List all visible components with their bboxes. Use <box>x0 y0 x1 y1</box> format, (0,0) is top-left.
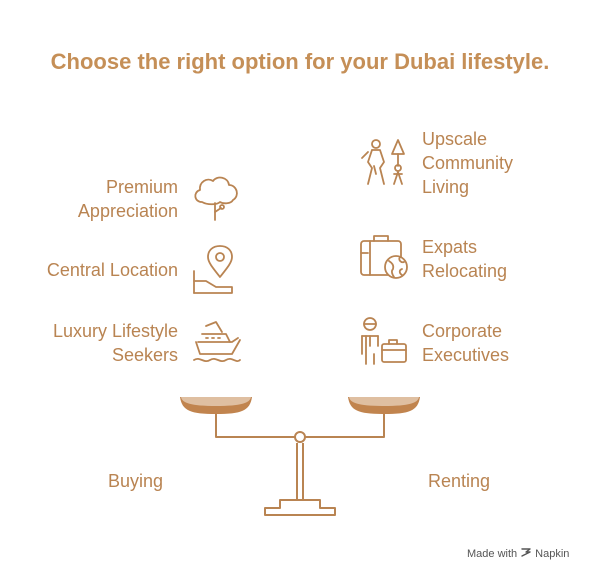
footer-brand: Napkin <box>535 547 570 560</box>
left-pan-light <box>181 397 251 406</box>
footer-made-with: Made with <box>467 547 518 560</box>
businessperson-briefcase-icon <box>356 316 412 368</box>
tree-icon <box>190 172 242 224</box>
label-expats-relocating: Expats Relocating <box>422 237 508 281</box>
label-luxury-lifestyle-seekers: Luxury Lifestyle Seekers <box>52 321 178 365</box>
pivot <box>294 431 306 443</box>
label-central-location: Central Location <box>46 260 178 280</box>
label-buying: Buying <box>108 471 164 491</box>
footer-credit[interactable]: Made with Napkin <box>467 546 569 561</box>
right-pan-light <box>349 397 419 406</box>
yacht-icon <box>192 318 242 364</box>
label-corporate-executives: Corporate Executives <box>422 321 510 365</box>
post <box>296 443 304 500</box>
suitcase-globe-icon <box>358 233 410 281</box>
label-premium-appreciation: Premium Appreciation <box>77 177 178 221</box>
label-upscale-community-living: Upscale Community Living <box>422 129 514 197</box>
page-title: Choose the right option for your Dubai l… <box>50 49 550 74</box>
base <box>264 499 336 516</box>
family-hiking-icon <box>358 136 410 188</box>
location-pin-icon <box>192 245 236 297</box>
napkin-logo-icon <box>520 546 532 561</box>
label-renting: Renting <box>428 471 491 491</box>
